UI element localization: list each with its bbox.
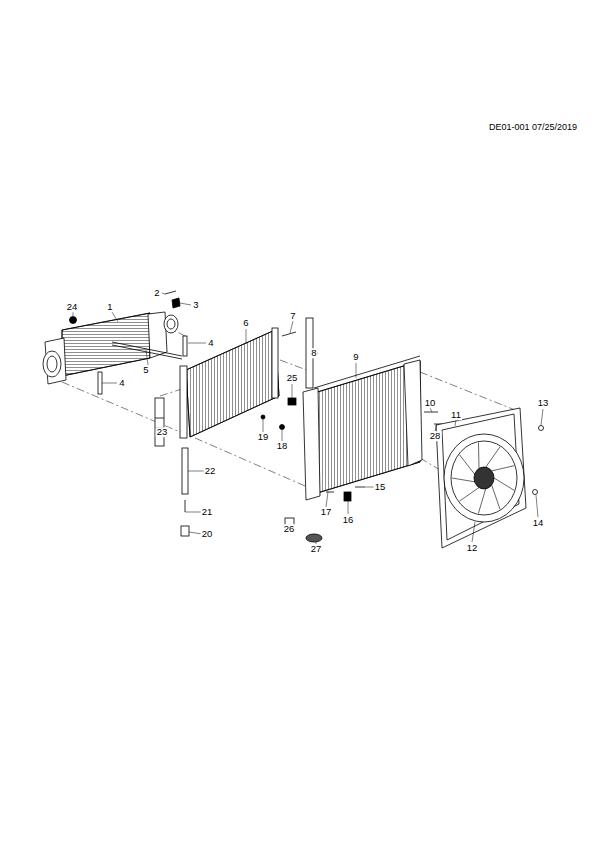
callout-number: 6 <box>242 318 249 328</box>
fan-blade <box>492 485 500 509</box>
callout-number: 3 <box>192 300 199 310</box>
callout-number: 13 <box>537 398 550 408</box>
callout-number: 5 <box>142 365 149 375</box>
callout-number: 11 <box>450 410 462 420</box>
fan-blade <box>494 478 514 490</box>
fan-blade <box>460 488 480 502</box>
fan-blade <box>460 455 475 474</box>
callout-number: 24 <box>66 302 79 312</box>
callout-number: 19 <box>257 432 270 442</box>
callout-number: 17 <box>320 507 333 517</box>
callout-number: 9 <box>352 352 359 362</box>
callout-number: 18 <box>276 441 289 451</box>
fan-blade <box>478 443 480 469</box>
callout-number: 1 <box>106 302 113 312</box>
callout-number: 25 <box>286 373 299 383</box>
fan-blade <box>492 466 514 471</box>
callout-number: 22 <box>204 466 217 476</box>
callout-number: 4 <box>207 338 214 348</box>
callout-number: 26 <box>283 524 296 534</box>
fan-blade <box>486 447 500 467</box>
callout-number: 21 <box>201 507 214 517</box>
callout-number: 2 <box>153 288 160 298</box>
reference-code: DE01-001 07/25/2019 <box>488 123 578 132</box>
callout-number: 10 <box>424 398 437 408</box>
callout-number: 14 <box>532 518 545 528</box>
callout-number: 20 <box>201 529 214 539</box>
fan-blade <box>478 489 485 514</box>
callout-number: 27 <box>310 544 323 554</box>
callout-number: 4 <box>118 378 125 388</box>
callout-number: 23 <box>156 427 169 437</box>
callout-number: 15 <box>374 482 387 492</box>
callout-number: 28 <box>429 431 442 441</box>
callout-number: 12 <box>466 543 479 553</box>
callout-number: 8 <box>310 348 317 358</box>
callout-number: 7 <box>289 311 296 321</box>
fan-blade <box>452 478 475 482</box>
callout-number: 16 <box>342 515 355 525</box>
